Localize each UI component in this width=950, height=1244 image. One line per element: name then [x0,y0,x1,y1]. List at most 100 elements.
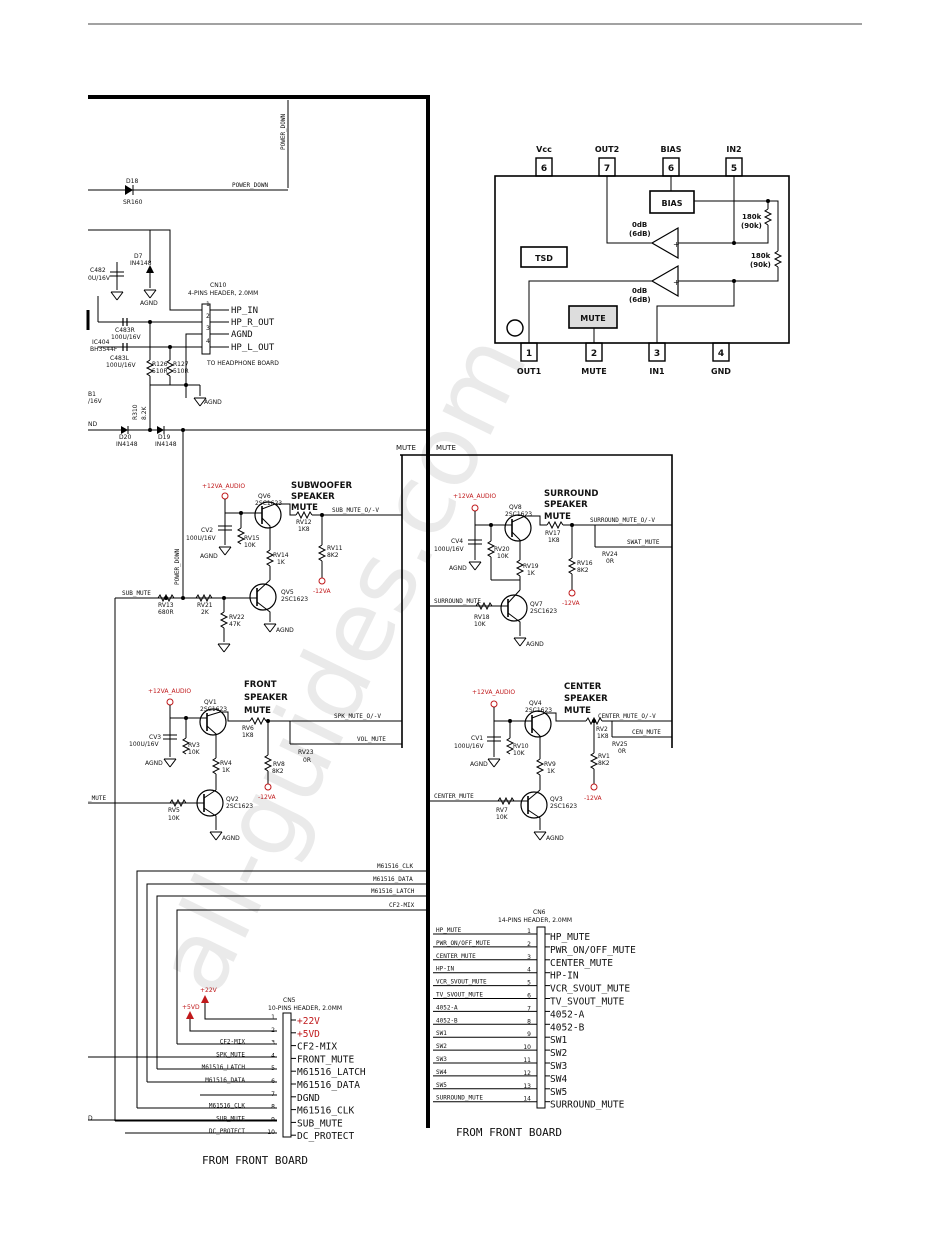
ic-pin-num: 6 [668,164,674,174]
bus-net-label: M61516_LATCH [371,888,415,895]
cn5-pin-label: DGND [297,1093,320,1104]
b1-ref: B1 [88,391,96,398]
cn5-connector: CN5 10-PINS HEADER, 2.0MM +22V +5VD [88,987,342,1138]
rv24-ref: RV24 [602,551,618,558]
center-title: SPEAKER [564,694,608,704]
bus-net-label: M61516_CLK [377,863,414,870]
qv8-value: 2SC1623 [505,511,532,518]
ic-r2-value: 180k [751,252,771,260]
rv15-value: 10K [244,542,257,549]
ic-pin-num: 4 [718,349,724,359]
ic-pin-name: MUTE [581,367,606,376]
cn6-pin-number: 8 [527,1018,531,1025]
cn10-pin: 2 [206,313,210,320]
front-title: MUTE [244,706,271,716]
cn6-pin-label: HP-IN [550,971,579,982]
front-net: SPK_MUTE_O/-V [334,713,381,720]
rv23-value: 0R [303,757,311,764]
power-down-vertical: POWER_DOWN [280,113,287,150]
ic-r2-alt: (90k) [750,261,771,269]
agnd2-label: AGND [276,627,294,634]
sub-supply: +12VA_AUDIO [202,483,245,490]
cn5-wire-label: SUB_MUTE [216,1115,245,1122]
center-mute-section: CENTER SPEAKER MUTE +12VA_AUDIO CV1 100U… [428,682,672,842]
qv1-ref: QV1 [204,699,217,706]
cn6-wire-label: VCR_SVOUT_MUTE [436,979,487,986]
power-down-label: POWER_DOWN [232,182,269,189]
cn6-pin-label: PWR_ON/OFF_MUTE [550,945,636,956]
ic-pin-name: IN2 [726,145,741,154]
cn6-wire-label: 4052-B [436,1017,458,1024]
qv2-value: 2SC1623 [226,803,253,810]
cv4-value: 100U/16V [434,546,465,553]
surround-net: SURROUND_MUTE_O/-V [590,517,655,524]
qv6-ref: QV6 [258,493,271,500]
front-title: SPEAKER [244,693,288,703]
sub-neg: -12VA [313,588,332,595]
cv3-ref: CV3 [149,734,161,741]
cn6-pin-label: CENTER_MUTE [550,958,613,969]
subwoofer-mute-section: SUBWOOFER SPEAKER MUTE +12VA_AUDIO CV2 1… [115,481,402,653]
d18-ref: D18 [126,178,138,185]
cn6-pin-label: SURROUND_MUTE [550,1100,625,1111]
surround-supply: +12VA_AUDIO [453,493,496,500]
rv25-ref: RV25 [612,741,628,748]
qv3-value: 2SC1623 [550,803,577,810]
qv6-value: 2SC1623 [255,500,282,507]
cn5-pin-number: 7 [271,1091,275,1098]
qv1-value: 2SC1623 [200,706,227,713]
cn6-pin-number: 11 [523,1057,531,1064]
cn5-pin-label: M61516_LATCH [297,1067,366,1078]
rv11-ref: RV11 [327,545,343,552]
sub-mute-label: SUB_MUTE [122,590,151,597]
ic-pin-name: OUT2 [595,145,619,154]
cn5-pin-number: 5 [271,1065,275,1072]
d20-ref: D20 [119,434,131,441]
cn5-pin-number: 6 [271,1078,275,1085]
cv2-ref: CV2 [201,527,213,534]
headphone-section: POWER_DOWN POWER_DOWN D18 SR160 D7 IN414… [86,100,428,598]
cn6-pin-number: 3 [527,954,531,961]
surround-title: SURROUND [544,489,598,499]
ic-pin-num: 7 [604,164,610,174]
cn10-label: HP_L_OUT [231,343,275,353]
rv1-ref: RV1 [598,753,610,760]
watermark: all-guides.com [134,318,550,1011]
cn6-wire-label: SURROUND_MUTE [436,1095,483,1102]
rv19-ref: RV19 [523,563,539,570]
rv5-ref: RV5 [168,807,180,814]
cv3-value: 100U/16V [129,741,160,748]
cn5-wire-label: DC_PROTECT [209,1128,246,1135]
cn10-ref: CN10 [210,282,226,289]
rv23-ref: RV23 [298,749,314,756]
r127-ref: R127 [173,361,189,368]
qv7-ref: QV7 [530,601,543,608]
cn5-pin-number: 9 [271,1116,275,1123]
rv13-ref: RV13 [158,602,174,609]
rv25-value: 0R [618,748,626,755]
cn10-pin: 1 [206,301,210,308]
ic-tsd-block: TSD [535,254,553,263]
ic-amp2-gain-alt: (6dB) [629,296,651,304]
ic-pin-num: 1 [526,349,532,359]
agnd-label: AGND [449,565,467,572]
agnd-label: AGND [140,300,158,307]
cn5-pin-number: 8 [271,1104,275,1111]
rv6-value: 1K8 [242,732,254,739]
cn6-pin-number: 12 [523,1070,531,1077]
qv3-ref: QV3 [550,796,563,803]
cn5-wire-label: CF2-MIX [220,1039,246,1046]
sub-net: SUB_MUTE_O/-V [332,507,379,514]
qv5-value: 2SC1623 [281,596,308,603]
cn6-wire-label: HP-IN [436,966,454,973]
cn10-label: HP_IN [231,306,258,316]
cn5-pin-label: +5VD [297,1029,320,1040]
rv18-ref: RV18 [474,614,490,621]
cn5-pin-number: 4 [271,1052,275,1059]
r310-value: 8.2K [141,405,148,420]
center-title: MUTE [564,706,591,716]
cn6-ref: CN6 [533,909,546,916]
sub-title: MUTE [291,503,318,513]
